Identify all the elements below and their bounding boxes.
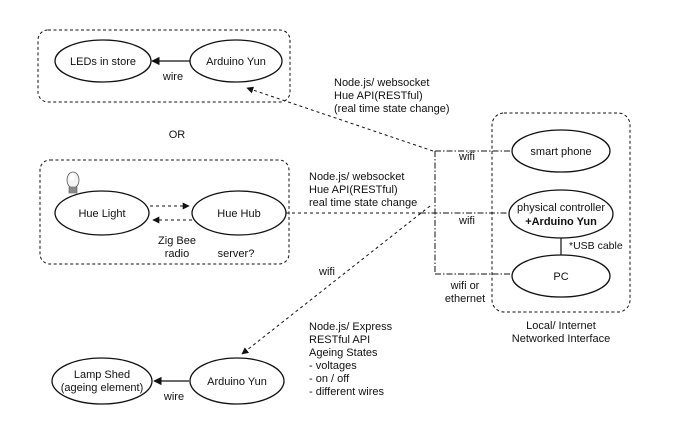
- lamp-shed-label-line2: (ageing element): [61, 382, 144, 394]
- arduino-yun-top-label: Arduino Yun: [206, 56, 266, 68]
- annotation-top-line: Node.js/ websocket: [334, 77, 429, 89]
- pc-node: [511, 254, 611, 298]
- annotation-middle-line: Node.js/ websocket: [309, 171, 404, 183]
- lamp-shed-label-line1: Lamp Shed: [74, 369, 130, 381]
- wifi-upper-label: wifi: [458, 151, 475, 163]
- leds-in-store-label: LEDs in store: [70, 56, 136, 68]
- wifi-or-ethernet-line2: ethernet: [445, 293, 485, 305]
- interface-label-line2: Networked Interface: [512, 333, 610, 345]
- leds-in-store-node: [54, 39, 152, 83]
- smart-phone-label: smart phone: [530, 146, 591, 158]
- top-group-box: [37, 29, 291, 103]
- smart-phone-node: [511, 129, 611, 173]
- annotation-bottom-line: - different wires: [309, 386, 384, 398]
- annotation-bottom-line: RESTful API: [309, 334, 370, 346]
- annotation-bottom-line: Ageing States: [309, 347, 378, 359]
- annotation-bottom-line: - voltages: [309, 360, 357, 372]
- annotation-middle-line: Hue API(RESTful): [309, 184, 398, 196]
- wifi-or-ethernet-line1: wifi or: [450, 280, 480, 292]
- usb-cable-label: *USB cable: [569, 240, 623, 252]
- wire-top-label: wire: [162, 71, 183, 83]
- arduino-yun-bottom-label: Arduino Yun: [207, 376, 267, 388]
- wifi-left-label: wifi: [318, 266, 335, 278]
- annotation-bottom: Node.js/ Express RESTful API Ageing Stat…: [309, 321, 393, 398]
- annotation-bottom-line: - on / off: [309, 373, 350, 385]
- or-label: OR: [169, 129, 186, 141]
- wifi-arrow-top: [246, 86, 434, 152]
- interface-label-line1: Local/ Internet: [526, 320, 596, 332]
- physical-controller-label-line1: physical controller: [517, 202, 605, 214]
- wifi-middle-label: wifi: [458, 215, 475, 227]
- wire-bottom-label: wire: [163, 391, 184, 403]
- hue-group-box: [39, 159, 290, 265]
- pc-label: PC: [553, 271, 568, 283]
- hue-hub-label: Hue Hub: [217, 208, 260, 220]
- lamp-shed-node: [51, 357, 153, 405]
- annotation-middle: Node.js/ websocket Hue API(RESTful) real…: [309, 171, 417, 209]
- hue-light-node: [54, 190, 150, 236]
- physical-controller-node: [508, 189, 614, 239]
- annotation-middle-line: real time state change: [309, 197, 417, 209]
- annotation-top: Node.js/ websocket Hue API(RESTful) (rea…: [334, 77, 450, 115]
- wifi-arrow-bottom: [241, 205, 431, 355]
- light-bulb-icon: [66, 171, 80, 194]
- hue-light-label: Hue Light: [78, 208, 125, 220]
- server-label: server?: [218, 248, 255, 260]
- zigbee-label-line1: Zig Bee: [158, 235, 196, 247]
- physical-controller-label-line2: +Arduino Yun: [525, 216, 597, 228]
- arduino-yun-bottom-node: [189, 357, 285, 405]
- annotation-bottom-line: Node.js/ Express: [309, 321, 393, 333]
- annotation-top-line: (real time state change): [334, 103, 450, 115]
- annotation-top-line: Hue API(RESTful): [334, 90, 423, 102]
- zigbee-label-line2: radio: [165, 248, 189, 260]
